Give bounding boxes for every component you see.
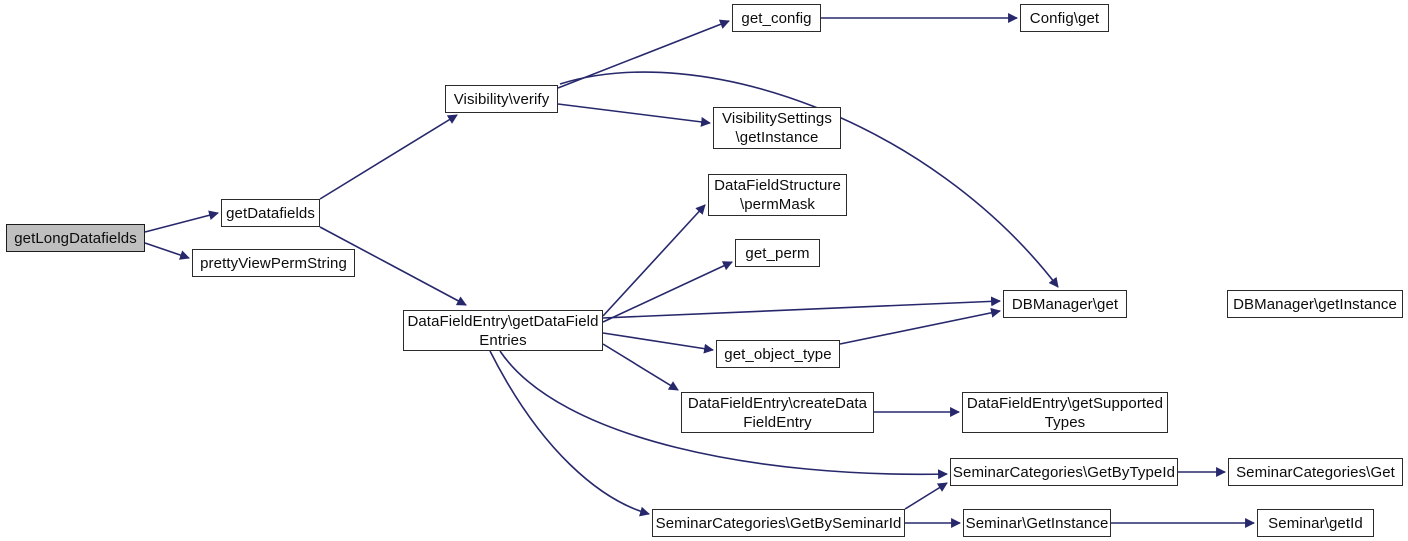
graph-node-getDataFieldEntries[interactable]: DataFieldEntry\getDataField Entries (403, 310, 603, 351)
graph-node-label: SeminarCategories\GetBySeminarId (655, 514, 902, 532)
graph-node-dbManagerGetInstance[interactable]: DBManager\getInstance (1227, 290, 1403, 318)
graph-node-visibilityVerify[interactable]: Visibility\verify (445, 85, 558, 113)
graph-edge-getDataFieldEntries-to-getPerm (602, 261, 733, 323)
graph-node-label: Visibility\verify (453, 90, 550, 108)
graph-edge-getDataFieldEntries-to-getObjectType (602, 332, 714, 354)
graph-node-label: DataFieldStructure \permMask (714, 177, 841, 213)
graph-node-label: Config\get (1029, 9, 1100, 27)
graph-node-label: DBManager\getInstance (1233, 295, 1397, 313)
graph-node-getLongDatafields[interactable]: getLongDatafields (6, 224, 145, 252)
graph-edge-getDataFieldEntries-to-createDataFieldEntry (602, 343, 679, 391)
graph-node-label: DataFieldEntry\getDataField Entries (407, 312, 599, 349)
graph-node-seminarGetId[interactable]: Seminar\getId (1257, 509, 1374, 537)
graph-node-seminarGetInstance[interactable]: Seminar\GetInstance (963, 509, 1111, 537)
graph-edge-getDataFieldEntries-to-getBySeminarId (489, 350, 650, 517)
graph-edge-getBySeminarId-to-getByTypeId (904, 482, 948, 510)
graph-node-label: Seminar\getId (1268, 514, 1363, 532)
graph-node-dbManagerGet[interactable]: DBManager\get (1003, 290, 1127, 318)
graph-node-label: prettyViewPermString (200, 254, 347, 272)
graph-node-seminarCategoriesGet[interactable]: SeminarCategories\Get (1228, 458, 1403, 486)
graph-node-label: SeminarCategories\Get (1236, 463, 1395, 481)
graph-node-configGet[interactable]: Config\get (1020, 4, 1109, 32)
graph-node-label: SeminarCategories\GetByTypeId (952, 463, 1176, 481)
graph-edge-visibilityVerify-to-visibilitySettings (557, 103, 711, 127)
graph-edge-getDatafields-to-visibilityVerify (319, 114, 458, 200)
graph-edge-getDataFieldEntries-to-dbManagerGet (602, 296, 1001, 319)
graph-node-getSupportedTypes[interactable]: DataFieldEntry\getSupported Types (962, 392, 1168, 433)
graph-node-label: get_perm (745, 244, 810, 262)
graph-node-label: VisibilitySettings \getInstance (722, 110, 832, 146)
graph-node-createDataFieldEntry[interactable]: DataFieldEntry\createData FieldEntry (681, 392, 874, 433)
graph-node-getConfig[interactable]: get_config (732, 4, 821, 32)
graph-node-label: getLongDatafields (14, 229, 137, 247)
graph-node-dataFieldStructure[interactable]: DataFieldStructure \permMask (708, 174, 847, 216)
graph-node-getObjectType[interactable]: get_object_type (716, 340, 840, 368)
graph-edge-getDataFieldEntries-to-dataFieldStructure (602, 204, 706, 317)
graph-node-getDatafields[interactable]: getDatafields (221, 199, 320, 227)
graph-node-getPerm[interactable]: get_perm (735, 239, 820, 267)
graph-node-label: getDatafields (226, 204, 315, 222)
graph-node-label: get_config (741, 9, 812, 27)
graph-node-label: DataFieldEntry\createData FieldEntry (687, 394, 868, 431)
graph-node-prettyViewPermString[interactable]: prettyViewPermString (192, 249, 355, 277)
graph-node-label: DBManager\get (1011, 295, 1119, 313)
graph-edge-getLongDatafields-to-getDatafields (144, 210, 219, 233)
graph-node-visibilitySettings[interactable]: VisibilitySettings \getInstance (713, 107, 841, 149)
graph-edge-getObjectType-to-dbManagerGet (839, 307, 1001, 345)
graph-node-getByTypeId[interactable]: SeminarCategories\GetByTypeId (950, 458, 1178, 486)
graph-node-getBySeminarId[interactable]: SeminarCategories\GetBySeminarId (652, 509, 905, 537)
graph-edge-getLongDatafields-to-prettyViewPermString (144, 242, 190, 260)
graph-node-label: DataFieldEntry\getSupported Types (966, 394, 1164, 431)
graph-edge-visibilityVerify-to-getConfig (557, 19, 730, 89)
graph-node-label: Seminar\GetInstance (965, 514, 1109, 532)
graph-node-label: get_object_type (724, 345, 832, 363)
